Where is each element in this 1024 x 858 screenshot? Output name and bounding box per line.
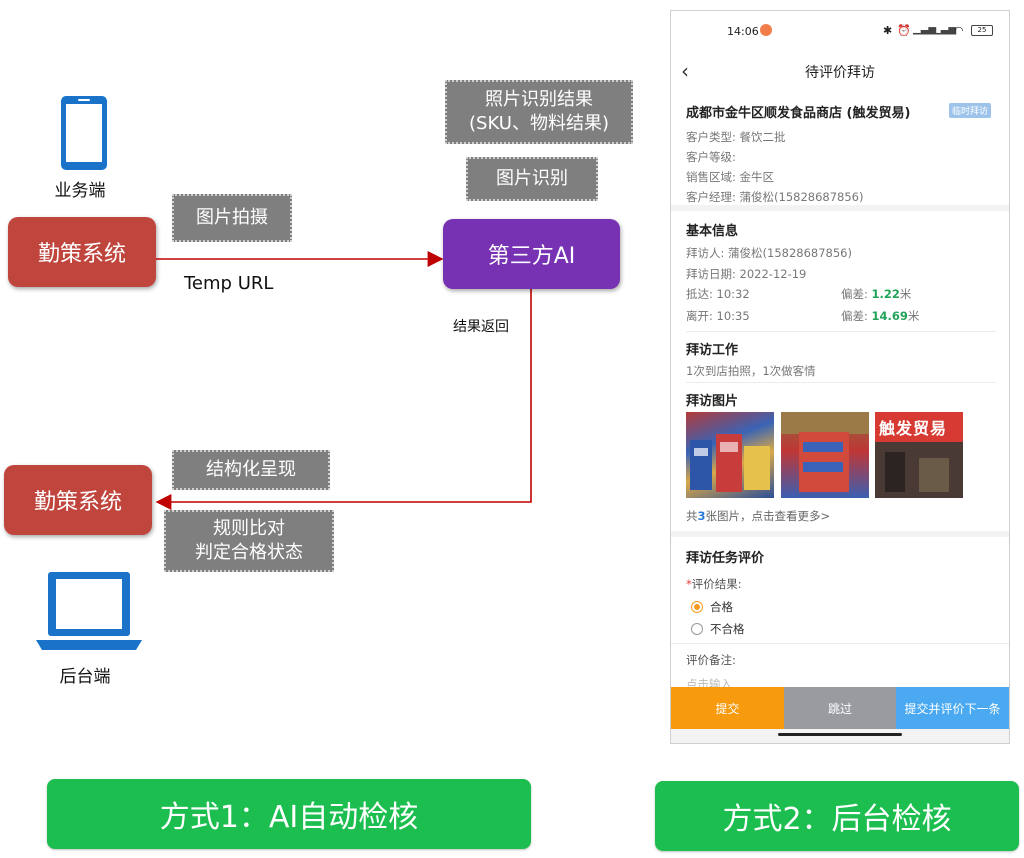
visit-photo-3[interactable]: 触发贸易	[875, 412, 963, 498]
radio-unselected-icon	[691, 623, 703, 635]
divider	[686, 382, 996, 383]
wifi-icon: ◠	[954, 24, 964, 37]
signal-icon: ▁▃▅	[913, 24, 937, 35]
visit-detail-card: 基本信息 拜访人: 蒲俊松(15828687856) 拜访日期: 2022-12…	[671, 211, 1009, 531]
photo-capture-label: 图片拍摄	[172, 194, 292, 242]
visit-work-title: 拜访工作	[686, 343, 739, 358]
status-bar: 14:06 ✱ ⏰ ▁▃▅ ▁▃▅ ◠ 25	[671, 11, 1009, 51]
store-sign-text: 触发贸易	[879, 419, 948, 438]
qince-system-box-bottom: 勤策系统	[4, 465, 152, 535]
radio-selected-icon	[691, 601, 703, 613]
visit-date: 拜访日期: 2022-12-19	[686, 267, 807, 281]
temporary-visit-badge: 临时拜访	[949, 103, 992, 118]
photo-count-link[interactable]: 共3张图片，点击查看更多>	[686, 509, 831, 523]
method2-backend-check: 方式2：后台检核	[655, 781, 1019, 851]
evaluation-card: 拜访任务评价 *评价结果: 合格 不合格 评价备注: 点击输入	[671, 537, 1009, 691]
bluetooth-icon: ✱	[883, 24, 893, 37]
phone-screenshot: 14:06 ✱ ⏰ ▁▃▅ ▁▃▅ ◠ 25 ‹ 待评价拜访 成都市金牛区顺发食…	[670, 10, 1010, 744]
leave-deviation: 偏差: 14.69米	[841, 309, 920, 323]
arrive-deviation: 偏差: 1.22米	[841, 287, 912, 301]
backend-client-label: 后台端	[59, 667, 111, 687]
radio-fail-label: 不合格	[710, 622, 745, 636]
visitor: 拜访人: 蒲俊松(15828687856)	[686, 246, 852, 260]
method1-ai-auto-check: 方式1：AI自动检核	[47, 779, 531, 849]
back-arrow-icon[interactable]: ‹	[681, 59, 689, 83]
visit-photo-1[interactable]	[686, 412, 774, 498]
qince-system-box-top: 勤策系统	[8, 217, 156, 287]
submit-next-button[interactable]: 提交并评价下一条	[896, 687, 1009, 729]
battery-icon: 25	[971, 25, 993, 36]
store-name: 成都市金牛区顺发食品商店 (触发贸易)	[686, 106, 911, 121]
customer-manager: 客户经理: 蒲俊松(15828687856)	[686, 190, 864, 204]
divider	[686, 331, 996, 332]
arrive-time: 抵达: 10:32	[686, 287, 750, 301]
notification-icon	[760, 24, 772, 36]
radio-pass-label: 合格	[710, 600, 733, 614]
result-return-label: 结果返回	[453, 319, 509, 335]
radio-fail[interactable]: 不合格	[691, 621, 745, 637]
structured-display-label: 结构化呈现	[172, 450, 330, 490]
mobile-client-label: 业务端	[54, 181, 106, 201]
visit-work-desc: 1次到店拍照，1次做客情	[686, 364, 816, 378]
image-recognition-label: 图片识别	[466, 157, 598, 201]
status-time: 14:06	[727, 25, 759, 38]
laptop-icon	[36, 572, 142, 652]
nav-bar: ‹ 待评价拜访	[671, 51, 1009, 91]
skip-button[interactable]: 跳过	[784, 687, 896, 729]
evaluation-remark-label: 评价备注:	[686, 653, 736, 667]
mobile-phone-icon	[61, 96, 107, 170]
nav-title: 待评价拜访	[805, 65, 875, 81]
visit-photos-title: 拜访图片	[686, 394, 739, 409]
visit-photo-2[interactable]	[781, 412, 869, 498]
home-indicator	[778, 733, 902, 736]
customer-type: 客户类型: 餐饮二批	[686, 130, 786, 144]
signal-icon-2: ▁▃▅	[933, 24, 957, 35]
customer-level: 客户等级:	[686, 150, 736, 164]
temp-url-label: Temp URL	[184, 273, 274, 294]
radio-pass[interactable]: 合格	[691, 599, 733, 615]
evaluation-result-label: *评价结果:	[686, 577, 742, 591]
alarm-icon: ⏰	[897, 24, 911, 37]
submit-button[interactable]: 提交	[671, 687, 784, 729]
rule-compare-label: 规则比对 判定合格状态	[164, 510, 334, 572]
flow-arrows	[155, 251, 532, 510]
recognition-result-label: 照片识别结果 (SKU、物料结果)	[445, 80, 633, 144]
evaluation-title: 拜访任务评价	[686, 551, 765, 566]
store-card: 成都市金牛区顺发食品商店 (触发贸易) 临时拜访 客户类型: 餐饮二批 客户等级…	[671, 91, 1009, 205]
leave-time: 离开: 10:35	[686, 309, 750, 323]
third-party-ai-box: 第三方AI	[443, 219, 620, 289]
divider	[671, 643, 1009, 644]
basic-info-title: 基本信息	[686, 224, 739, 239]
sales-region: 销售区域: 金牛区	[686, 170, 775, 184]
arrow-ai-to-system	[155, 289, 532, 510]
